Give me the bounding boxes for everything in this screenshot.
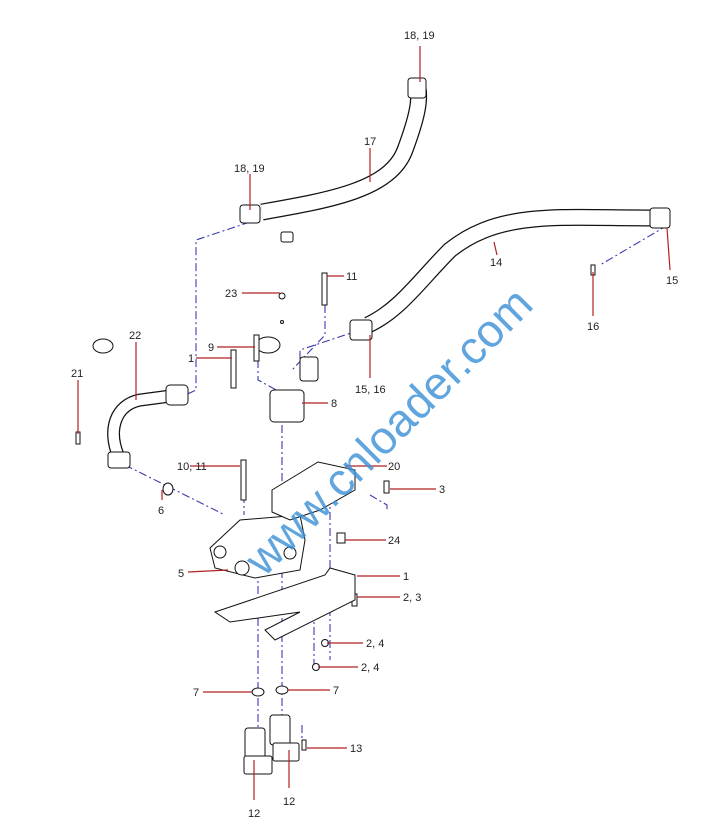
callout-label: 12	[248, 808, 260, 820]
callout-label: 11	[346, 271, 357, 283]
callout-label: 1	[403, 571, 409, 583]
callout-label: 18, 19	[234, 163, 265, 175]
callout-label: 17	[364, 136, 376, 148]
callout-label: 6	[158, 505, 164, 517]
callout-label: 21	[71, 368, 83, 380]
leader-lines	[77, 46, 671, 800]
callout-label: 1	[188, 353, 194, 365]
callout-label: 7	[193, 687, 199, 699]
callout-label: 24	[388, 535, 400, 547]
callout-label: 13	[350, 743, 362, 755]
callout-label: 14	[490, 257, 502, 269]
callout-label: 3	[439, 484, 445, 496]
callout-label: 9	[208, 342, 214, 354]
callout-label: 12	[283, 796, 295, 808]
callout-label: 22	[129, 330, 141, 342]
callout-label: 2, 4	[366, 638, 384, 650]
callout-label: 7	[333, 685, 339, 697]
callout-label: 20	[388, 461, 400, 473]
fittings	[92, 77, 671, 496]
callout-label: 8	[331, 398, 337, 410]
cover-20	[271, 461, 356, 521]
valve-5	[209, 514, 306, 579]
callout-label: 16	[587, 321, 599, 333]
bolts	[75, 264, 596, 751]
callout-label: 2, 4	[361, 662, 379, 674]
callout-label: 2, 3	[403, 592, 421, 604]
hose-17	[260, 86, 428, 221]
ring-7	[251, 685, 289, 697]
callout-label: 23	[225, 288, 237, 300]
callout-label: 15	[666, 275, 678, 287]
callout-label: 10, 11	[177, 461, 207, 473]
callout-label: 5	[178, 568, 184, 580]
bracket-1	[213, 567, 356, 641]
callout-label: 18, 19	[404, 30, 435, 42]
hose-14	[364, 208, 651, 333]
tube-22	[107, 388, 179, 458]
relief-valves-12	[243, 714, 300, 775]
callout-labels: 18, 19 17 18, 19 22 21 23 11 9 1 8 15, 1…	[71, 30, 678, 820]
callout-label: 15, 16	[355, 384, 386, 396]
